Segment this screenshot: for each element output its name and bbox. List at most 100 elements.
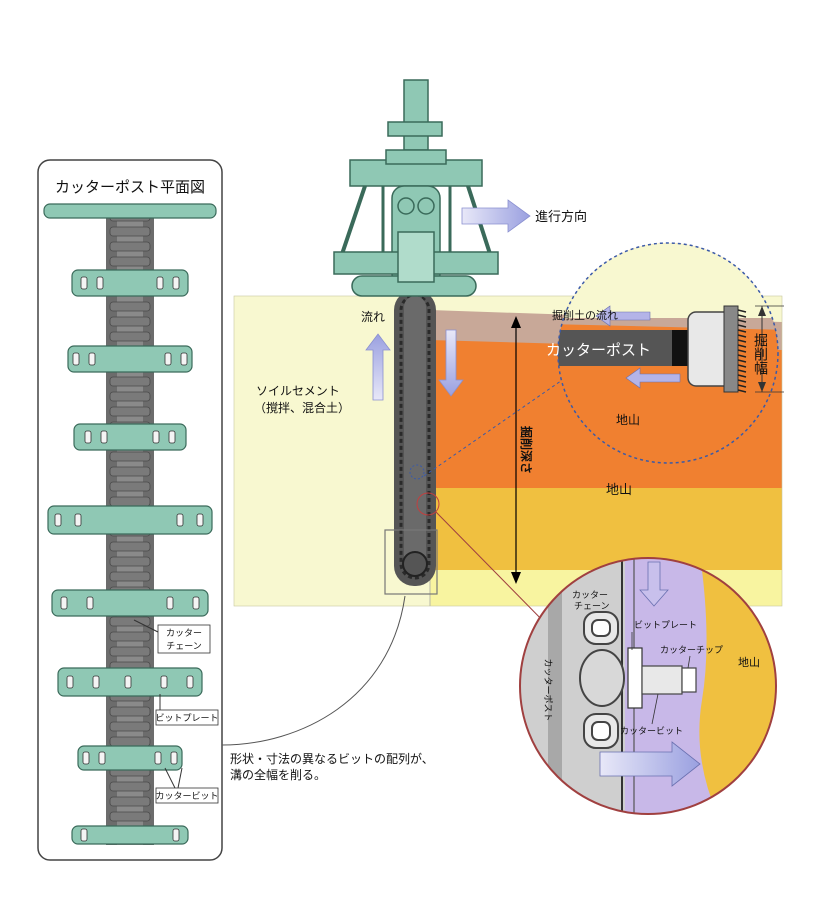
plan-chain-link: [109, 811, 151, 822]
plan-chain-link: [109, 466, 151, 477]
plan-chain-link: [109, 481, 151, 492]
plan-bit-plates: [43, 203, 217, 845]
detail-ground-label: 地山: [738, 656, 760, 669]
flow-label: 流れ: [361, 310, 385, 324]
direction-arrow: 進行方向: [461, 199, 587, 233]
plan-cutter-bit: [172, 828, 180, 842]
plan-chain-link: [109, 256, 151, 267]
plan-cutter-bit: [180, 352, 188, 366]
plan-cutter-bit: [192, 596, 200, 610]
plan-cutter-bit: [172, 276, 180, 290]
plan-view-title: カッターポスト平面図: [55, 178, 205, 196]
callout-bit-plate: ビットプレート: [155, 694, 219, 726]
detail-bottom-marker: [416, 492, 440, 516]
detail-top-connector: [423, 375, 569, 477]
note-line-1: 形状・寸法の異なるビットの配列が、: [230, 751, 434, 766]
depth-dimension: 掘削深さ: [511, 316, 534, 584]
chain-sprocket: [402, 551, 428, 577]
plan-chain-link: [109, 556, 151, 567]
plan-cutter-bit: [74, 513, 82, 527]
detail-bottom-connector: [435, 511, 553, 631]
plan-bit-plate: [73, 423, 187, 451]
plan-chain-link: [109, 496, 151, 507]
plan-cutter-bit: [72, 352, 80, 366]
plan-bit-plate: [71, 825, 189, 845]
plan-cutter-bit: [164, 352, 172, 366]
plan-chain-link: [109, 721, 151, 732]
detail-cutter-tip: [681, 667, 697, 693]
plan-cutter-bit: [82, 751, 90, 765]
detail-chain-links: [579, 611, 625, 749]
plan-bit-plate: [43, 203, 217, 219]
detail-tip-label: カッターチップ: [660, 645, 723, 656]
plan-chain-link: [109, 391, 151, 402]
detail-chain-label-1: カッター: [572, 590, 608, 601]
ground-layer-yellow: [430, 488, 782, 570]
plan-cutter-bit: [166, 596, 174, 610]
direction-label: 進行方向: [535, 209, 587, 225]
plan-chain-link: [109, 301, 151, 312]
excavated-flow-arrow-lower: [625, 367, 681, 389]
plan-cutter-bit: [186, 675, 194, 689]
plan-chain-link: [109, 376, 151, 387]
detail-direction-arrow: [599, 741, 701, 787]
plan-cutter-bit: [100, 430, 108, 444]
cutter-post-label: カッターポスト: [546, 341, 651, 359]
callout-cutter-bit: カッタービット: [155, 767, 219, 804]
plan-view-connector: [221, 595, 406, 746]
detail-bit-plate: [627, 647, 643, 709]
plan-chain-link: [109, 736, 151, 747]
plan-chain-link: [109, 331, 151, 342]
plan-cutter-bit: [84, 430, 92, 444]
plan-cutter-bit: [66, 675, 74, 689]
ground-label: 地山: [606, 483, 632, 498]
plan-cutter-bit: [124, 675, 132, 689]
plan-chain-link: [109, 616, 151, 627]
plan-bit-plate: [77, 745, 183, 771]
plan-bit-plate: [67, 345, 193, 373]
machine-frame: [333, 79, 499, 297]
detail-top-marker: [409, 464, 425, 480]
plan-cutter-bit: [176, 513, 184, 527]
cutter-post-bar: [558, 330, 688, 366]
plan-view-panel: カッターポスト平面図 カッター チェーン ビットプレート カッタービット: [37, 159, 223, 861]
plan-cutter-bit: [168, 430, 176, 444]
note-line-2: 溝の全幅を削る。: [230, 767, 326, 782]
plan-bit-plate: [51, 589, 209, 617]
detail-area-box: [384, 529, 438, 595]
excavated-flow-arrow-upper: [595, 305, 651, 327]
detail-cutter-bit: [641, 665, 683, 695]
flow-down-arrow: [438, 329, 464, 397]
plan-bit-plate: [47, 505, 213, 535]
plan-bit-plate: [71, 269, 189, 297]
detail-bit-label: カッタービット: [620, 726, 683, 737]
depth-label: 掘削深さ: [519, 426, 534, 474]
plan-cutter-bit: [54, 513, 62, 527]
flow-arrows: 流れ: [361, 310, 464, 401]
plan-chain-link: [109, 571, 151, 582]
plan-cutter-bit: [92, 675, 100, 689]
plan-cutter-bit: [160, 675, 168, 689]
callout-cutter-chain-line1: カッター: [166, 628, 202, 639]
plan-cutter-bit: [96, 276, 104, 290]
callout-bit-plate-label: ビットプレート: [155, 713, 218, 724]
detail-bit-plate-label: ビットプレート: [634, 620, 697, 631]
plan-cutter-bit: [154, 751, 162, 765]
plan-chain-link: [109, 241, 151, 252]
callout-cutter-chain-line2: チェーン: [166, 641, 202, 652]
plan-chain-link: [109, 451, 151, 462]
plan-chain-link: [109, 406, 151, 417]
plan-cutter-bit: [196, 513, 204, 527]
callout-cutter-chain: カッター チェーン: [133, 619, 211, 654]
plan-chain-link: [109, 646, 151, 657]
plan-cutter-bit: [60, 596, 68, 610]
detail-post-label: カッターポスト: [542, 658, 553, 721]
detail-top-ground-label: 地山: [616, 413, 640, 427]
detail-chain-label-2: チェーン: [574, 601, 610, 612]
cutter-teeth: [737, 309, 747, 393]
plan-cutter-bit: [98, 751, 106, 765]
plan-cutter-bit: [86, 596, 94, 610]
plan-chain-link: [109, 706, 151, 717]
detail-down-arrow: [639, 561, 669, 607]
